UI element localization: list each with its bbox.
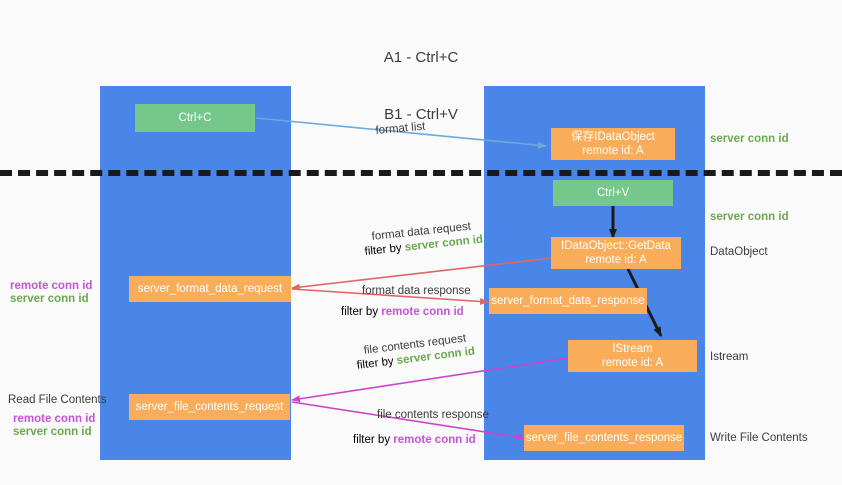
box-istream-line1: IStream (612, 343, 653, 355)
box-server-format-data-response-label: server_format_data_response (491, 295, 645, 307)
box-istream-line2: remote id: A (601, 357, 664, 369)
box-server-file-contents-request-label: server_file_contents_request (135, 401, 284, 413)
label-istream: Istream (710, 351, 749, 363)
box-getdata-line1: IDataObject::GetData (561, 240, 671, 252)
box-getdata-line2: remote id: A (585, 254, 647, 266)
box-server-file-contents-response-label: server_file_contents_response (525, 432, 683, 444)
label-dataobject: DataObject (710, 246, 768, 258)
filter-value-2: remote conn id (381, 306, 464, 318)
box-ctrl-c[interactable]: Ctrl+C (135, 104, 255, 132)
box-istream[interactable]: IStream remote id: A (568, 340, 697, 372)
filter-prefix-3: filter by (356, 355, 398, 372)
box-save-idataobject-line1: 保存IDataObject (571, 131, 655, 143)
label-left-remote-conn-id-bottom: remote conn id (13, 413, 96, 425)
box-server-format-data-request[interactable]: server_format_data_request (129, 276, 291, 302)
label-left-server-conn-id-mid: server conn id (10, 293, 89, 305)
label-right-server-conn-id-mid: server conn id (710, 211, 789, 223)
box-idataobject-getdata[interactable]: IDataObject::GetData remote id: A (551, 237, 681, 269)
box-save-idataobject[interactable]: 保存IDataObject remote id: A (551, 128, 675, 160)
label-file-contents-response: file contents response (377, 409, 489, 421)
title-line-1: A1 - Ctrl+C (383, 49, 459, 66)
phase-divider (0, 170, 842, 176)
box-ctrl-c-label: Ctrl+C (178, 112, 212, 124)
box-ctrl-v-label: Ctrl+V (596, 187, 630, 199)
label-file-contents-response-filter: filter by remote conn id (353, 433, 476, 447)
label-left-server-conn-id-bottom: server conn id (13, 426, 92, 438)
label-format-data-response-filter: filter by remote conn id (341, 305, 464, 319)
box-server-file-contents-request[interactable]: server_file_contents_request (129, 394, 290, 420)
filter-prefix-1: filter by (364, 241, 406, 258)
label-read-file-contents: Read File Contents (8, 394, 107, 406)
box-ctrl-v[interactable]: Ctrl+V (553, 180, 673, 206)
box-server-format-data-response[interactable]: server_format_data_response (489, 288, 647, 314)
label-left-remote-conn-id-mid: remote conn id (10, 280, 93, 292)
box-server-format-data-request-label: server_format_data_request (137, 283, 283, 295)
filter-prefix-4: filter by (353, 434, 394, 446)
label-right-server-conn-id-top: server conn id (710, 133, 789, 145)
box-server-file-contents-response[interactable]: server_file_contents_response (524, 425, 684, 451)
label-write-file-contents: Write File Contents (710, 432, 808, 444)
label-format-data-response: format data response (362, 285, 471, 297)
filter-value-4: remote conn id (393, 434, 476, 446)
box-save-idataobject-line2: remote id: A (582, 145, 644, 157)
filter-prefix-2: filter by (341, 306, 382, 318)
